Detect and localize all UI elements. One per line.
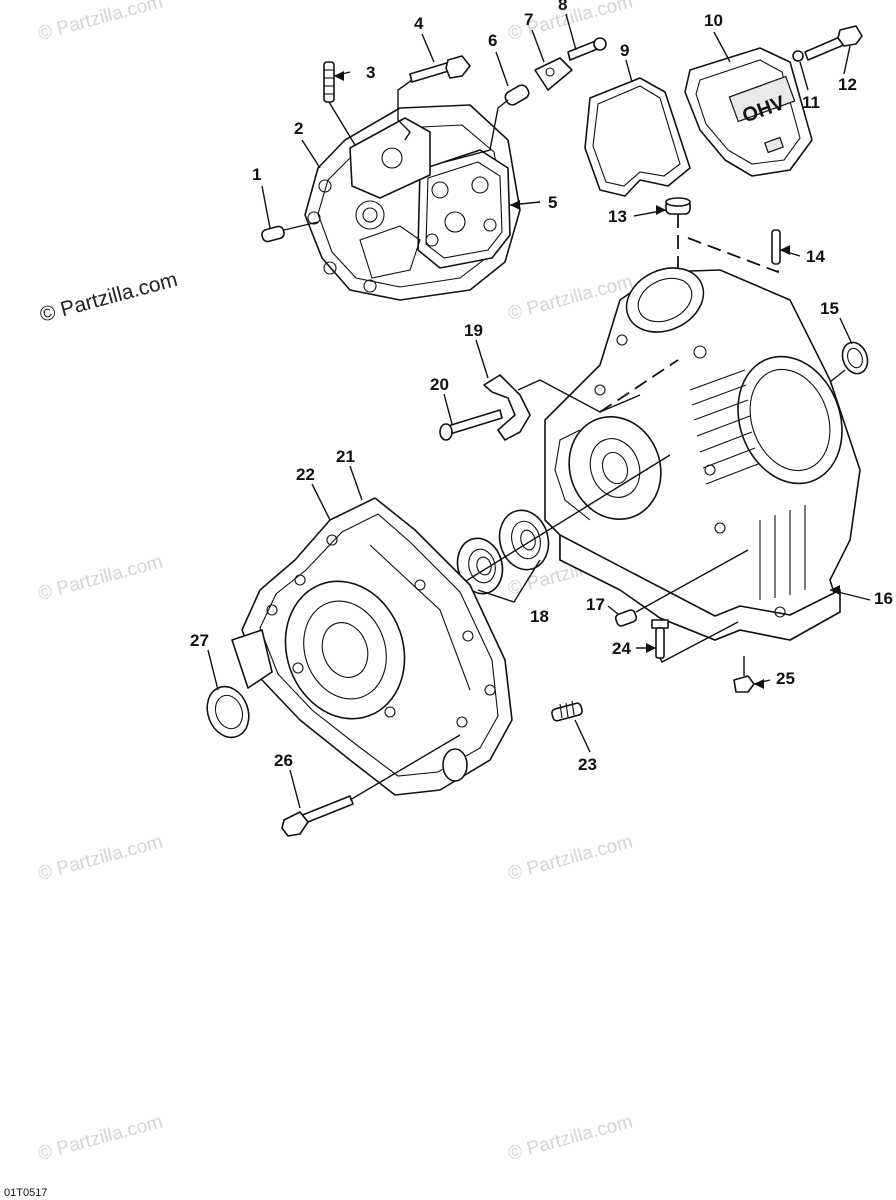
callout-14: 14 (806, 247, 825, 266)
valve-cover: OHV (684, 47, 813, 177)
callout-labels: 1 2 3 4 5 6 7 8 9 10 11 12 13 14 15 16 1… (190, 0, 893, 774)
oil-seal (829, 341, 869, 383)
callout-18: 18 (530, 607, 549, 626)
head-bolt (397, 55, 471, 141)
watermark-text: © Partzilla.com (506, 1111, 635, 1164)
cover-seal-washer (792, 50, 804, 62)
callout-7: 7 (524, 10, 533, 29)
locating-pin (771, 229, 781, 265)
callout-25: 25 (776, 669, 795, 688)
callout-1: 1 (252, 165, 261, 184)
cover-oil-seal (206, 685, 250, 739)
guide-screw (439, 409, 503, 441)
cover-bolt-long (281, 734, 461, 837)
callout-11: 11 (802, 93, 820, 112)
oil-plug (665, 197, 691, 215)
short-stud (551, 700, 583, 722)
callout-8: 8 (558, 0, 567, 14)
cover-bolt (804, 25, 863, 61)
callout-26: 26 (274, 751, 293, 770)
callout-6: 6 (488, 31, 497, 50)
callout-13: 13 (608, 207, 627, 226)
bearing-right (498, 509, 550, 571)
figure-code: 01T0517 (4, 1187, 47, 1199)
stud-bolt (323, 61, 356, 146)
callout-20: 20 (430, 375, 449, 394)
callout-10: 10 (704, 11, 723, 30)
breather-link (534, 57, 573, 91)
callout-24: 24 (612, 639, 631, 658)
rod-guide (444, 84, 530, 163)
dowel-pin (261, 221, 319, 243)
callout-15: 15 (820, 299, 839, 318)
cylinder-head (304, 104, 521, 301)
crankcase-cover (231, 497, 513, 796)
watermark-main-text: © Partzilla.com (37, 268, 180, 327)
small-screw (567, 37, 607, 61)
case-dowel (614, 549, 749, 627)
callout-2: 2 (294, 119, 303, 138)
leader-arrows (334, 71, 840, 689)
watermark-text: © Partzilla.com (36, 0, 165, 45)
callout-3: 3 (366, 63, 375, 82)
callout-23: 23 (578, 755, 597, 774)
callout-4: 4 (414, 14, 424, 33)
watermark-text: © Partzilla.com (36, 1111, 165, 1164)
cover-gasket (584, 77, 691, 197)
watermark-text: © Partzilla.com (506, 831, 635, 884)
watermark-text: © Partzilla.com (36, 551, 165, 604)
drain-bolt (651, 619, 739, 663)
callout-16: 16 (874, 589, 893, 608)
callout-22: 22 (296, 465, 315, 484)
callout-21: 21 (336, 447, 355, 466)
callout-17: 17 (586, 595, 605, 614)
hex-nut (733, 656, 755, 693)
guide-plate (483, 374, 531, 441)
crankcase (544, 267, 861, 641)
callout-27: 27 (190, 631, 209, 650)
callout-5: 5 (548, 193, 557, 212)
watermark-text: © Partzilla.com (36, 831, 165, 884)
callout-12: 12 (838, 75, 857, 94)
callout-9: 9 (620, 41, 629, 60)
callout-19: 19 (464, 321, 483, 340)
